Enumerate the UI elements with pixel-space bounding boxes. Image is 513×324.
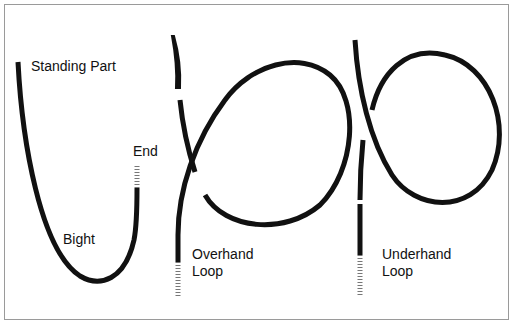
rope-underhand-under-strand xyxy=(360,140,363,255)
rope-overhand-under-strand xyxy=(180,100,195,172)
rope-break xyxy=(357,200,364,204)
rope-overhand-loop xyxy=(178,63,350,262)
rope-bight xyxy=(18,62,137,281)
rope-end-whipping xyxy=(176,262,181,296)
rope-end-whipping xyxy=(358,255,363,296)
loop-name: Underhand Loop xyxy=(382,246,472,280)
loop-name: Overhand Loop xyxy=(192,246,272,280)
part-name: Standing Part xyxy=(31,58,161,75)
part-name: End xyxy=(133,143,173,160)
rope-underhand-loop xyxy=(355,40,499,203)
part-name: Bight xyxy=(63,231,113,248)
frame xyxy=(5,5,509,320)
rope-overhand-top xyxy=(172,36,180,88)
rope-end-whipping xyxy=(135,166,140,188)
